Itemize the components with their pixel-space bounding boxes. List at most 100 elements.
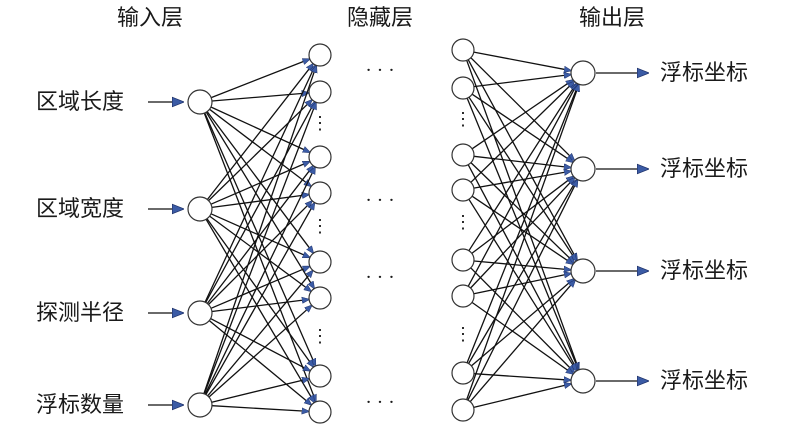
input-layer: 区域长度 区域宽度 探测半径 浮标数量 (36, 89, 213, 418)
edge-hidden-output-8-2 (467, 180, 578, 401)
hidden1-node-5 (308, 250, 332, 274)
output-layer: 浮标坐标 浮标坐标 浮标坐标 浮标坐标 (570, 60, 748, 394)
edge-input-hidden-3-1 (204, 65, 315, 303)
edge-input-hidden-1-2 (211, 93, 309, 102)
edge-hidden-output-6-4 (471, 301, 573, 374)
edge-input-hidden-4-3 (204, 167, 315, 395)
hidden2-node-7 (451, 361, 475, 385)
edge-hidden-output-5-2 (471, 176, 574, 254)
edge-hidden-output-5-1 (468, 83, 577, 252)
edge-input-hidden-1-8 (203, 112, 316, 402)
edge-input-hidden-2-5 (210, 213, 310, 259)
edge-input-hidden-4-6 (208, 305, 312, 398)
hidden1-node-7 (308, 364, 332, 388)
edge-hidden-output-8-3 (469, 280, 575, 403)
edge-input-hidden-2-2 (208, 100, 313, 202)
hidden-ellipsis-3: · · · (366, 267, 395, 288)
edge-input-hidden-4-8 (211, 405, 309, 412)
edge-input-hidden-4-2 (203, 102, 316, 395)
hidden1-node-2 (308, 80, 332, 104)
edge-input-hidden-1-1 (210, 58, 310, 99)
hidden1-vertical-ellipsis-1: ⋮ (311, 113, 329, 134)
output-node-4 (570, 368, 596, 394)
edge-input-hidden-3-4 (208, 201, 313, 305)
edge-hidden-output-1-3 (467, 59, 577, 261)
hidden2-node-4 (451, 178, 475, 202)
edge-hidden-output-4-3 (471, 195, 573, 264)
edge-hidden-output-7-2 (468, 179, 577, 364)
edge-input-hidden-2-1 (206, 64, 313, 200)
edge-hidden-output-2-4 (466, 97, 580, 370)
output-label-4: 浮标坐标 (660, 369, 748, 394)
edge-hidden-output-1-1 (473, 51, 571, 71)
hidden1-vertical-ellipsis-2: ⋮ (311, 216, 329, 237)
edge-hidden-output-8-4 (473, 384, 572, 409)
edge-hidden-output-4-2 (473, 171, 571, 189)
hidden2-vertical-ellipsis-2: ⋮ (454, 212, 472, 233)
input-label-1: 区域长度 (36, 90, 124, 115)
edge-hidden-output-4-1 (470, 81, 575, 183)
hidden1-node-1 (308, 43, 332, 67)
edge-input-hidden-2-6 (209, 215, 312, 291)
edge-hidden-output-3-2 (473, 155, 571, 167)
hidden-ellipsis-4: · · · (366, 392, 395, 413)
input-node-3 (187, 300, 213, 326)
output-node-2 (570, 156, 596, 182)
input-label-2: 区域宽度 (36, 197, 124, 222)
edge-input-hidden-4-4 (205, 203, 315, 395)
hidden2-node-1 (451, 38, 475, 62)
edge-input-hidden-2-7 (206, 218, 314, 367)
hidden1-node-4 (308, 181, 332, 205)
edge-hidden-output-2-2 (471, 93, 573, 162)
input-node-1 (187, 89, 213, 115)
edge-hidden-output-7-4 (473, 373, 571, 381)
hidden-layer-2: ⋮ ⋮ ⋮ (451, 38, 475, 422)
input-node-4 (187, 392, 213, 418)
hidden-ellipsis-group: · · · · · · · · · · · · (366, 60, 395, 413)
header-input-layer: 输入层 (117, 6, 183, 31)
edge-hidden-output-2-1 (473, 75, 571, 88)
edge-input-hidden-3-2 (205, 102, 315, 303)
edge-hidden-output-6-3 (473, 273, 572, 295)
hidden1-node-6 (308, 286, 332, 310)
input-node-2 (187, 196, 213, 222)
edge-input-hidden-4-5 (207, 270, 313, 397)
hidden2-node-2 (451, 76, 475, 100)
hidden1-node-3 (308, 145, 332, 169)
edge-hidden-output-3-3 (470, 162, 575, 263)
edge-hidden-output-3-4 (467, 164, 577, 371)
input-label-3: 探测半径 (36, 301, 124, 326)
edge-hidden-output-4-4 (468, 198, 577, 370)
output-label-1: 浮标坐标 (660, 61, 748, 86)
hidden-layer-1: ⋮ ⋮ ⋮ (308, 43, 332, 424)
edge-input-hidden-4-7 (211, 379, 310, 403)
edge-hidden-output-8-1 (466, 84, 579, 400)
hidden-ellipsis-2: · · · (366, 190, 395, 211)
edge-input-hidden-3-6 (211, 299, 309, 313)
edge-input-hidden-1-7 (204, 112, 317, 366)
header-hidden-layer: 隐藏层 (347, 6, 413, 31)
edge-hidden-output-6-2 (470, 178, 575, 289)
edge-hidden-output-7-1 (466, 84, 580, 364)
output-node-3 (570, 258, 596, 284)
edge-hidden-output-5-3 (473, 260, 571, 270)
hidden1-node-8 (308, 400, 332, 424)
edge-input-hidden-3-5 (210, 265, 310, 309)
output-node-1 (570, 60, 596, 86)
edge-hidden-output-5-4 (470, 267, 575, 373)
hidden2-node-3 (451, 143, 475, 167)
edge-hidden-output-7-3 (470, 279, 574, 367)
edge-hidden-output-1-2 (470, 57, 575, 161)
edges-input-to-hidden (203, 58, 317, 412)
hidden-ellipsis-1: · · · (366, 60, 395, 81)
hidden1-vertical-ellipsis-3: ⋮ (311, 326, 329, 347)
header-output-layer: 输出层 (579, 6, 645, 31)
edge-input-hidden-1-4 (209, 108, 312, 186)
edge-input-hidden-3-3 (206, 166, 313, 304)
hidden2-node-8 (451, 398, 475, 422)
edge-input-hidden-1-3 (210, 106, 310, 152)
hidden2-node-5 (451, 248, 475, 272)
edge-input-hidden-2-8 (205, 218, 314, 402)
